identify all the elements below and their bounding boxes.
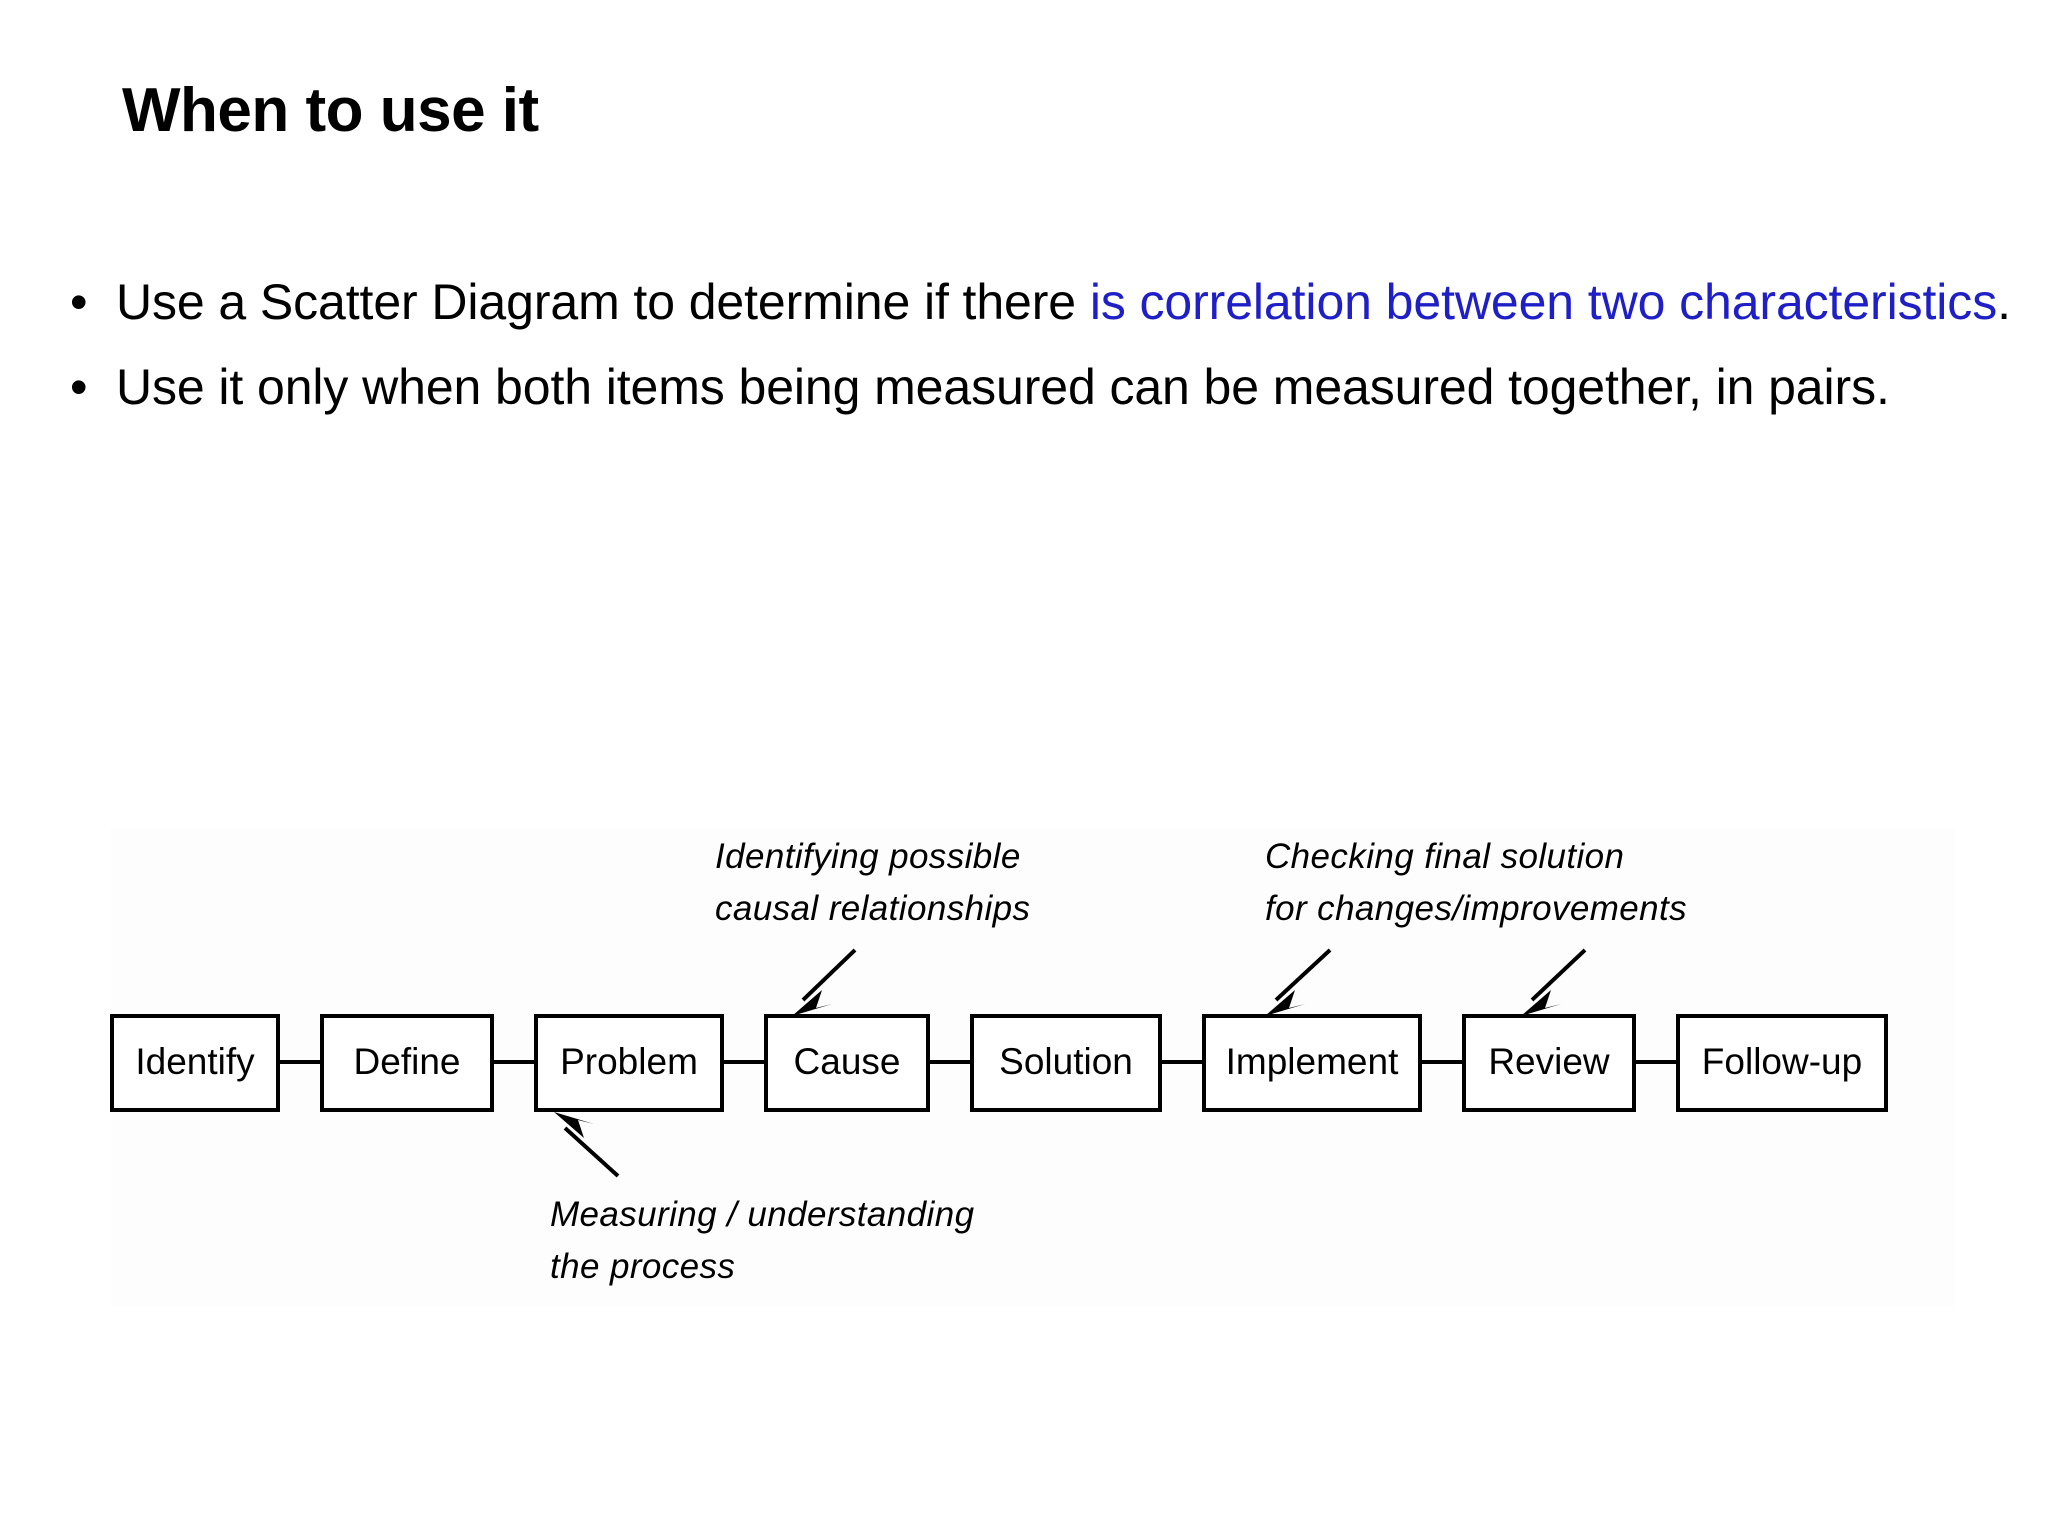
flow-box-followup: Follow-up <box>1676 1014 1888 1112</box>
flow-box-label: Implement <box>1226 1041 1399 1082</box>
annotation-measuring-line2: the process <box>550 1247 735 1286</box>
bullet-segment-period: . <box>1997 274 2011 330</box>
flow-box-label: Define <box>354 1041 461 1082</box>
bullet-text: Use it only when both items being measur… <box>116 359 1890 415</box>
flow-box-identify: Identify <box>110 1014 280 1112</box>
list-item: • Use a Scatter Diagram to determine if … <box>30 272 2020 333</box>
bullet-segment-plain: Use a Scatter Diagram to determine if th… <box>116 274 1090 330</box>
flow-box-define: Define <box>320 1014 494 1112</box>
process-flow-diagram: Identifying possible causal relationship… <box>110 828 1955 1306</box>
flow-box-review: Review <box>1462 1014 1636 1112</box>
annotation-checking-line1: Checking final solution <box>1265 837 1624 876</box>
arrow-to-implement-icon <box>1265 948 1332 1016</box>
arrow-to-review-icon <box>1521 948 1587 1016</box>
flow-box-label: Identify <box>135 1041 255 1082</box>
bullet-marker-icon: • <box>70 274 88 330</box>
list-item: • Use it only when both items being meas… <box>30 357 2020 418</box>
annotation-causal-line1: Identifying possible <box>715 837 1021 876</box>
annotation-measuring-line1: Measuring / understanding <box>550 1195 975 1234</box>
flow-box-label: Review <box>1488 1041 1610 1082</box>
annotation-checking-line2: for changes/improvements <box>1265 889 1687 928</box>
flow-box-problem: Problem <box>534 1014 724 1112</box>
flow-box-label: Problem <box>560 1041 698 1082</box>
flow-diagram-svg: Identifying possible causal relationship… <box>110 837 1888 1286</box>
bullet-marker-icon: • <box>70 359 88 415</box>
arrow-to-problem-icon <box>554 1112 620 1178</box>
arrow-to-cause-icon <box>792 948 857 1016</box>
flow-box-cause: Cause <box>764 1014 930 1112</box>
bullet-list: • Use a Scatter Diagram to determine if … <box>30 272 2020 442</box>
flow-box-implement: Implement <box>1202 1014 1422 1112</box>
annotation-causal-line2: causal relationships <box>715 889 1030 928</box>
bullet-text: Use a Scatter Diagram to determine if th… <box>116 274 2011 330</box>
flow-box-label: Solution <box>999 1041 1133 1082</box>
flow-box-label: Follow-up <box>1702 1041 1862 1082</box>
flow-box-solution: Solution <box>970 1014 1162 1112</box>
page-title: When to use it <box>122 76 539 145</box>
flow-box-label: Cause <box>794 1041 901 1082</box>
bullet-segment-highlight: is correlation between two characteristi… <box>1089 274 1998 330</box>
